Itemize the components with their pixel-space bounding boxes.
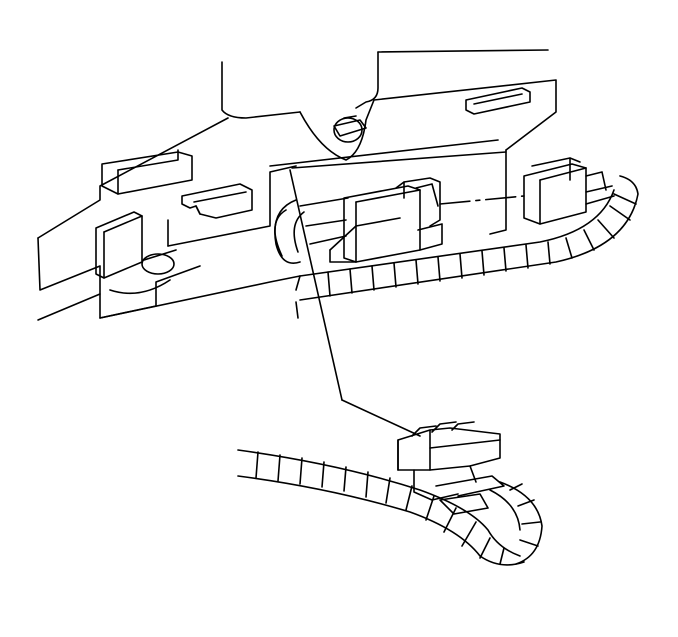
center-fastener (333, 115, 367, 143)
left-mounting-post (95, 211, 177, 295)
lower-connector (397, 421, 505, 515)
inner-cutout (167, 165, 297, 247)
top-left-clip (101, 149, 193, 195)
upper-housing (37, 49, 557, 321)
inner-harness-wires (274, 197, 349, 264)
top-right-clip (465, 87, 531, 115)
lower-harness-conduit (237, 449, 543, 566)
callout-leader-lines (289, 169, 525, 437)
upper-harness-conduit (295, 175, 639, 319)
upper-right-connector (523, 157, 615, 225)
installed-connector (329, 177, 443, 263)
